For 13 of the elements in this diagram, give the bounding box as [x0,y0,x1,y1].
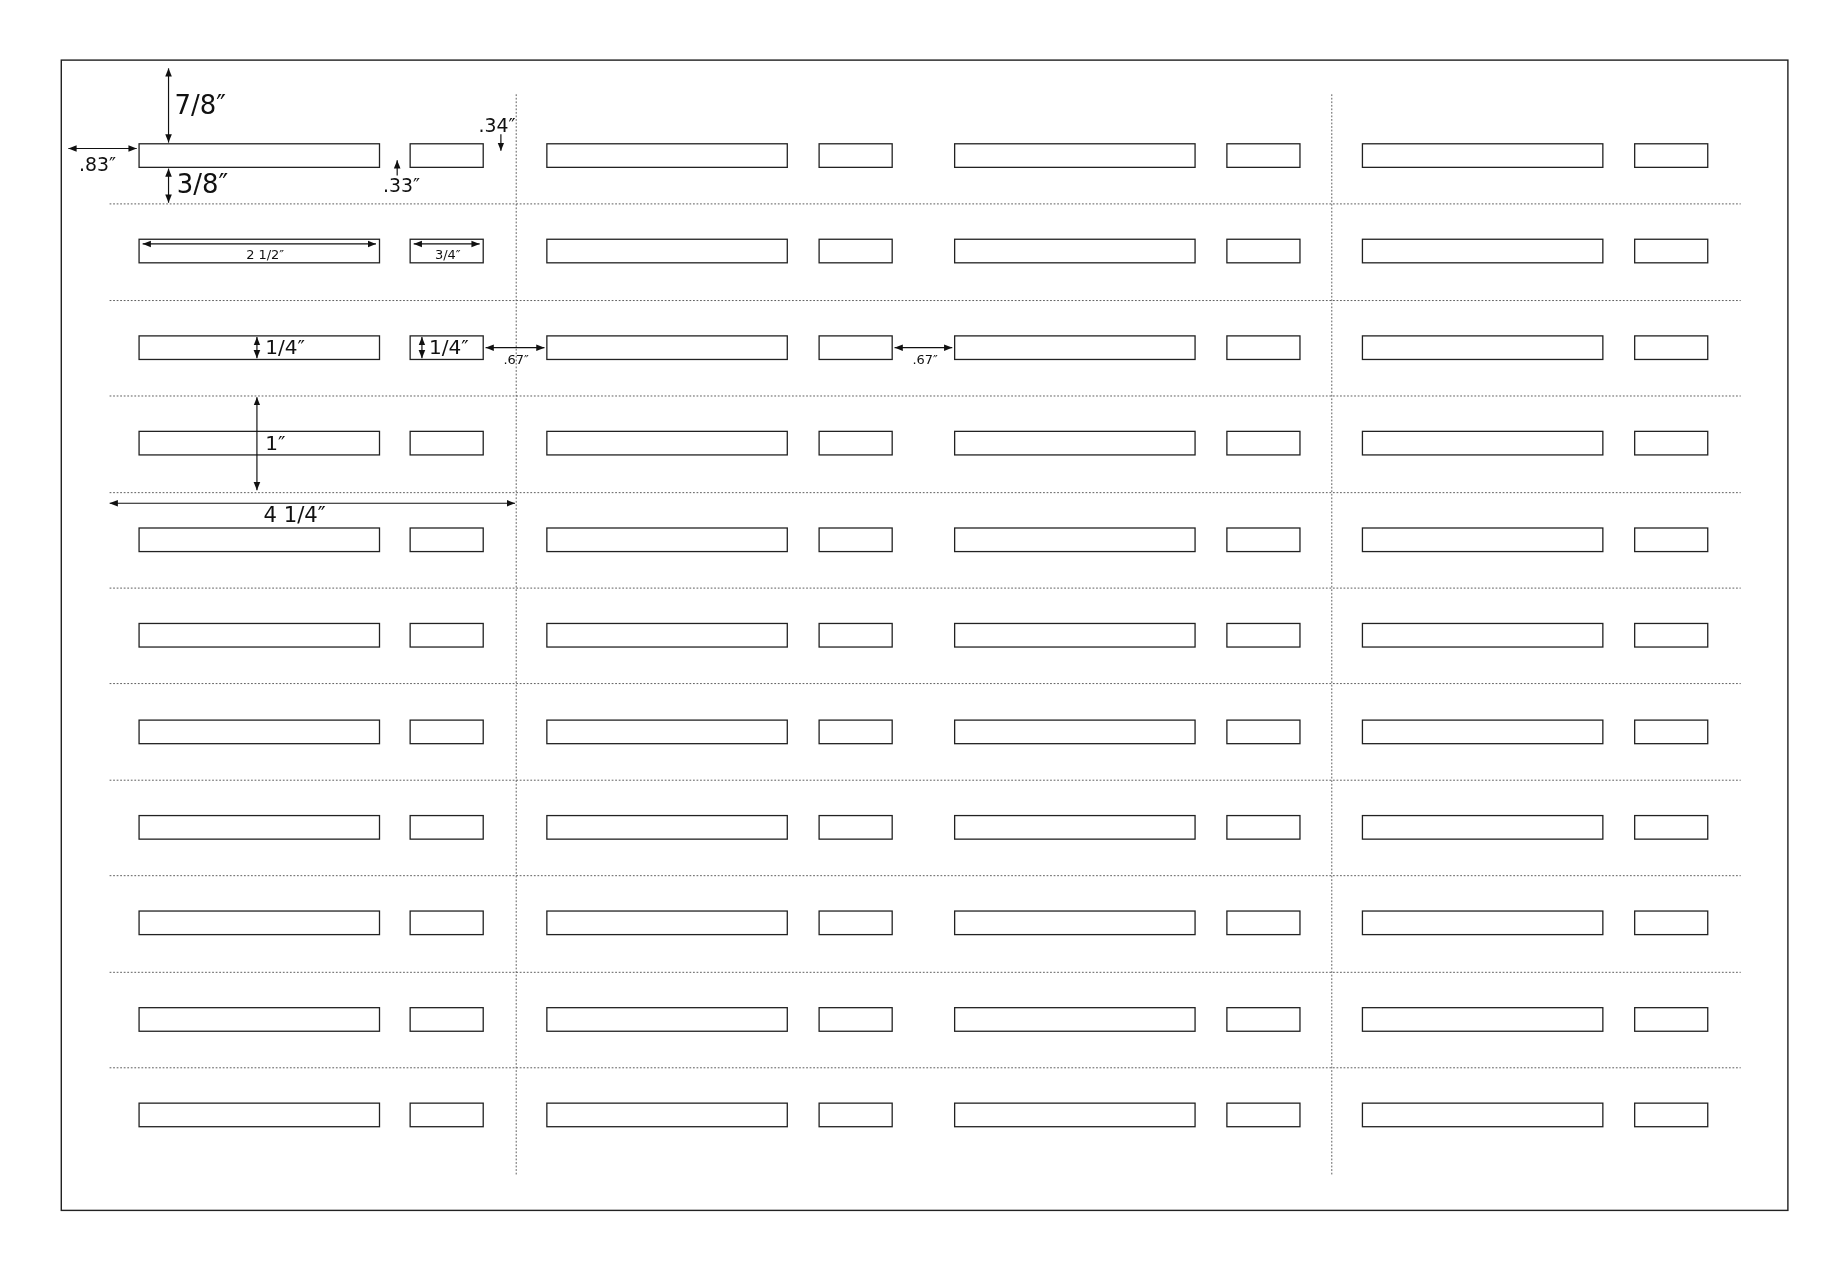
dimension-label: 3/8″ [176,172,229,198]
dimension-label: 7/8″ [174,93,226,120]
dimension-label: .67″ [912,353,938,366]
dimension-label: 2 1/2″ [246,248,285,262]
dimension-label: 4 1/4″ [263,504,326,526]
dimension-label: .83″ [78,155,116,175]
dimension-label: .33″ [383,176,421,196]
dimension-label: 1/4″ [429,337,469,358]
dimension-label: .67″ [503,353,529,366]
dimension-label: 1″ [265,433,286,454]
dimension-label: 3/4″ [435,248,461,262]
dimension-label: 1/4″ [265,337,305,358]
dimension-label: .34″ [478,116,516,136]
